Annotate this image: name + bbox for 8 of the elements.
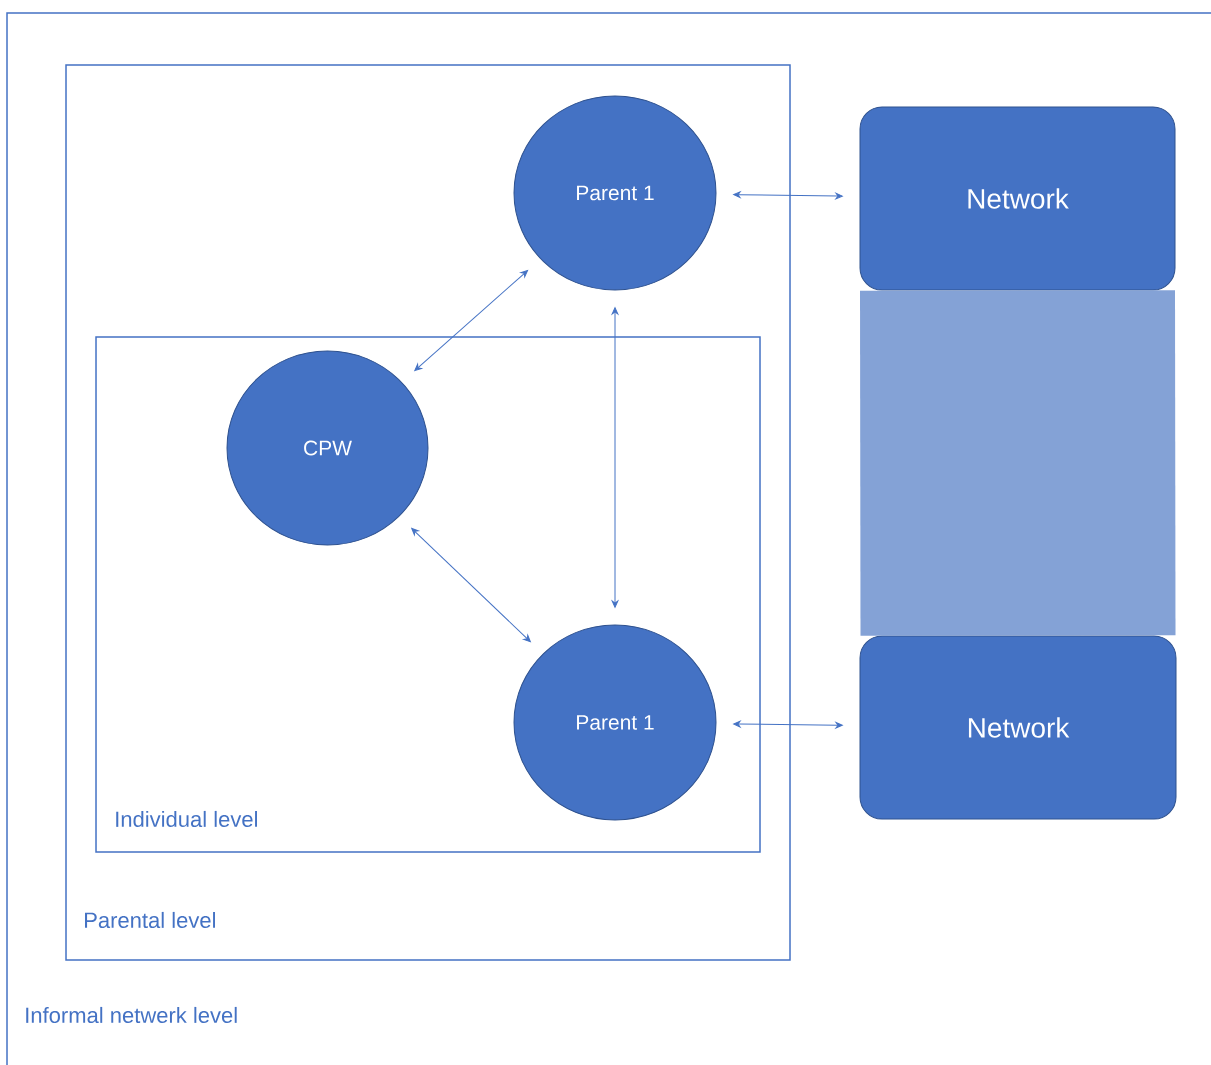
- arrow: [733, 720, 843, 729]
- arrow: [411, 527, 531, 643]
- arrow: [733, 191, 843, 200]
- connecting-band: [860, 290, 1176, 636]
- arrow: [611, 307, 619, 608]
- network-box: Network: [859, 106, 1176, 291]
- network-box: Network: [859, 635, 1177, 820]
- arrow: [414, 270, 529, 372]
